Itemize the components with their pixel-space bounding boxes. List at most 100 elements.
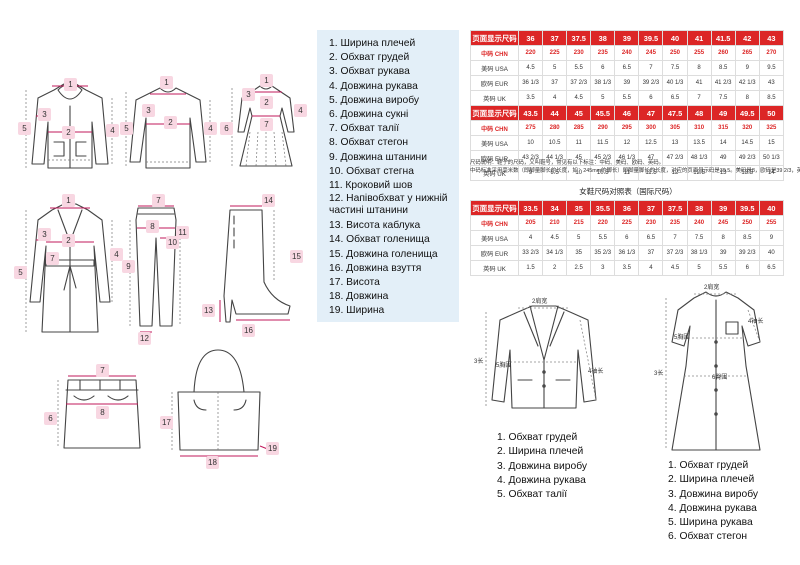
value-cell: 4.5 bbox=[517, 60, 544, 76]
bag-sketch: 17 18 19 bbox=[160, 346, 284, 470]
list-item: 1. Обхват грудей bbox=[497, 432, 578, 443]
value-cell: 215 bbox=[566, 215, 592, 231]
value-cell: 255 bbox=[686, 45, 712, 61]
list-item: 5. Ширина рукава bbox=[668, 517, 753, 529]
badge-hip: 8 bbox=[96, 406, 109, 419]
jacket-schematic: 2肩宽 3长 4袖长 5胸围 bbox=[472, 290, 622, 426]
value-cell: 38 1/3 bbox=[590, 75, 616, 91]
value-cell: 35 2/3 bbox=[590, 245, 616, 261]
badge-shoulder-width: 1 bbox=[260, 74, 273, 87]
value-cell: 8.5 bbox=[758, 90, 785, 106]
value-cell: 42 1/3 bbox=[734, 75, 760, 91]
value-cell: 10 bbox=[517, 135, 544, 151]
badge-shoe-length: 16 bbox=[242, 324, 255, 337]
value-cell: 6.5 bbox=[614, 60, 640, 76]
value-cell: 305 bbox=[662, 120, 688, 136]
list-item: 4. Довжина рукава bbox=[668, 502, 757, 514]
legend-item: 4. Довжина рукава bbox=[329, 80, 418, 92]
legend-item: 1. Ширина плечей bbox=[329, 38, 416, 49]
value-cell: 5.5 bbox=[614, 90, 640, 106]
value-cell: 49 2/3 bbox=[734, 150, 760, 166]
value-cell: 4.5 bbox=[566, 90, 592, 106]
value-cell: 7 bbox=[638, 60, 664, 76]
size-cell: 41.5 bbox=[710, 30, 736, 46]
value-cell: 5 bbox=[590, 90, 616, 106]
size-cell: 40 bbox=[758, 200, 785, 216]
badge-hem: 12 bbox=[138, 332, 151, 345]
list-item: 2. Ширина плечей bbox=[668, 474, 755, 486]
value-cell: 7.5 bbox=[710, 90, 736, 106]
label-shoulder: 2肩宽 bbox=[704, 285, 720, 291]
badge-hip: 8 bbox=[146, 220, 159, 233]
value-cell: 12.5 bbox=[638, 135, 664, 151]
legend-item: 19. Ширина bbox=[329, 305, 385, 317]
value-cell: 40 bbox=[758, 245, 785, 261]
size-cell: 38 bbox=[686, 200, 712, 216]
robe-measure-list: 1. Обхват грудей 2. Ширина плечей 3. Дов… bbox=[668, 459, 758, 545]
badge-shoulder-width: 1 bbox=[64, 78, 77, 91]
value-cell: 7 bbox=[686, 90, 712, 106]
value-cell: 7.5 bbox=[662, 60, 688, 76]
size-cell: 39 bbox=[614, 30, 640, 46]
value-cell: 39 bbox=[710, 245, 736, 261]
value-cell: 37 2/3 bbox=[566, 75, 592, 91]
badge-shaft-length: 15 bbox=[290, 250, 303, 263]
robe-schematic: 2肩宽 3长 4袖长 5胸围 6臀围 bbox=[650, 282, 780, 454]
value-cell: 6 bbox=[638, 90, 664, 106]
size-cell: 37.5 bbox=[662, 200, 688, 216]
value-cell: 280 bbox=[542, 120, 568, 136]
legend-item: 8. Обхват стегон bbox=[329, 137, 409, 149]
boot-sketch: 13 14 15 16 bbox=[200, 194, 306, 338]
value-cell: 270 bbox=[758, 45, 785, 61]
value-cell: 325 bbox=[758, 120, 785, 136]
value-cell: 13 bbox=[662, 135, 688, 151]
value-cell: 4 bbox=[517, 230, 544, 246]
value-cell: 6.5 bbox=[638, 230, 664, 246]
legend-item: 17. Висота bbox=[329, 277, 380, 289]
value-cell: 6 bbox=[590, 60, 616, 76]
header-label: 页面显示尺码 bbox=[470, 30, 519, 46]
jacket-measure-list: 1. Обхват грудей 2. Ширина плечей 3. Дов… bbox=[497, 431, 587, 502]
value-cell: 9.5 bbox=[758, 60, 785, 76]
skirt-sketch: 6 7 8 bbox=[44, 364, 154, 456]
size-cell: 45.5 bbox=[590, 105, 616, 121]
value-cell: 290 bbox=[590, 120, 616, 136]
list-item: 2. Ширина плечей bbox=[497, 446, 584, 458]
size-cell: 35.5 bbox=[590, 200, 616, 216]
sweater-sketch: 1 2 3 4 5 bbox=[120, 76, 217, 174]
value-cell: 9 bbox=[517, 165, 544, 181]
header-label: 页面显示尺码 bbox=[470, 200, 519, 216]
badge-sleeve-girth: 3 bbox=[38, 228, 51, 241]
legend-item: 7. Обхват талії bbox=[329, 123, 400, 135]
badge-leg-length: 9 bbox=[122, 260, 135, 273]
legend-item: 3. Обхват рукава bbox=[329, 66, 410, 78]
value-cell: 8.5 bbox=[734, 230, 760, 246]
size-note: 尺码说明：鞋子的尺码，又叫鞋号，常见有以下标注：中码、美码、欧码、英码。 bbox=[470, 160, 665, 166]
badge-length: 18 bbox=[206, 456, 219, 469]
row-label: 欧码 EUR bbox=[470, 75, 519, 91]
badge-height: 17 bbox=[160, 416, 173, 429]
label-hip: 6臀围 bbox=[712, 375, 728, 381]
label-sleeve: 4袖长 bbox=[588, 369, 604, 375]
value-cell: 12 bbox=[662, 165, 688, 181]
value-cell: 3 bbox=[590, 260, 616, 276]
value-cell: 14 bbox=[710, 135, 736, 151]
legend-item: 10. Обхват стегна bbox=[329, 165, 414, 177]
row-label: 美码 USA bbox=[470, 230, 519, 246]
size-cell: 48 bbox=[686, 105, 712, 121]
value-cell: 6.5 bbox=[758, 260, 785, 276]
value-cell: 9 bbox=[758, 230, 785, 246]
women-table-title: 女鞋尺码对照表（国际尺码） bbox=[579, 187, 677, 196]
value-cell: 5 bbox=[542, 60, 568, 76]
value-cell: 255 bbox=[758, 215, 785, 231]
badge-waist: 7 bbox=[96, 364, 109, 377]
value-cell: 4.5 bbox=[662, 260, 688, 276]
badge-chest: 2 bbox=[62, 126, 75, 139]
list-item: 6. Обхват стегон bbox=[668, 531, 748, 543]
